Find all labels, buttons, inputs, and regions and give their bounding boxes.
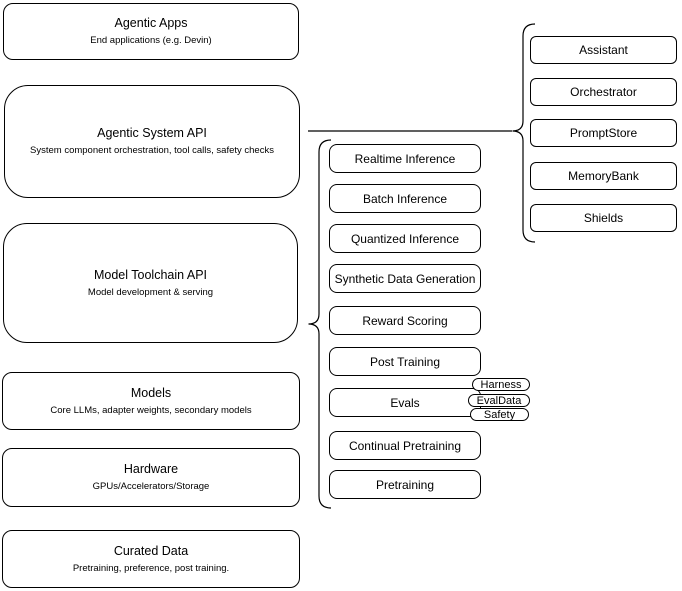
node-assistant: Assistant [530,36,677,64]
node-agentic-apps: Agentic Apps End applications (e.g. Devi… [3,3,299,60]
node-memorybank: MemoryBank [530,162,677,190]
tag-label: Harness [480,378,522,391]
node-promptstore: PromptStore [530,119,677,147]
node-curated-data: Curated Data Pretraining, preference, po… [2,530,300,588]
node-pretraining: Pretraining [329,470,481,499]
tag-harness: Harness [472,378,530,391]
node-continual-pretraining: Continual Pretraining [329,431,481,460]
node-hardware: Hardware GPUs/Accelerators/Storage [2,448,300,507]
node-label: Quantized Inference [350,231,460,246]
node-label: Realtime Inference [354,151,456,166]
node-subtitle: System component orchestration, tool cal… [30,145,274,157]
node-evals: Evals [329,388,481,417]
node-agentic-system-api: Agentic System API System component orch… [4,85,300,198]
node-label: Synthetic Data Generation [334,271,476,286]
node-quantized-inference: Quantized Inference [329,224,481,253]
node-label: Batch Inference [362,191,448,206]
node-subtitle: Pretraining, preference, post training. [72,562,230,574]
node-shields: Shields [530,204,677,232]
node-label: Reward Scoring [362,313,448,328]
tag-evaldata: EvalData [468,394,530,407]
node-title: Models [130,385,172,400]
toolchain-bracket [308,139,332,509]
node-label: Shields [583,211,624,225]
node-reward-scoring: Reward Scoring [329,306,481,335]
node-orchestrator: Orchestrator [530,78,677,106]
node-title: Agentic Apps [114,16,188,31]
node-batch-inference: Batch Inference [329,184,481,213]
node-label: Orchestrator [570,85,637,99]
node-label: Pretraining [375,477,435,492]
node-label: Assistant [579,43,628,57]
node-subtitle: Model development & serving [87,286,214,298]
node-label: MemoryBank [568,169,639,183]
node-subtitle: GPUs/Accelerators/Storage [92,481,210,493]
tag-safety: Safety [470,408,529,421]
node-label: Evals [390,395,420,410]
node-model-toolchain-api: Model Toolchain API Model development & … [3,223,298,343]
node-label: PromptStore [569,126,638,140]
node-label: Continual Pretraining [348,438,462,453]
node-models: Models Core LLMs, adapter weights, secon… [2,372,300,430]
node-post-training: Post Training [329,347,481,376]
node-subtitle: Core LLMs, adapter weights, secondary mo… [50,404,252,416]
node-title: Hardware [123,462,179,477]
tag-label: EvalData [476,394,522,407]
node-title: Curated Data [113,543,189,558]
node-subtitle: End applications (e.g. Devin) [90,35,212,47]
node-synthetic-data-generation: Synthetic Data Generation [329,264,481,293]
node-title: Agentic System API [97,126,207,141]
node-title: Model Toolchain API [93,267,208,282]
tag-label: Safety [483,408,516,421]
node-label: Post Training [369,354,441,369]
node-realtime-inference: Realtime Inference [329,144,481,173]
